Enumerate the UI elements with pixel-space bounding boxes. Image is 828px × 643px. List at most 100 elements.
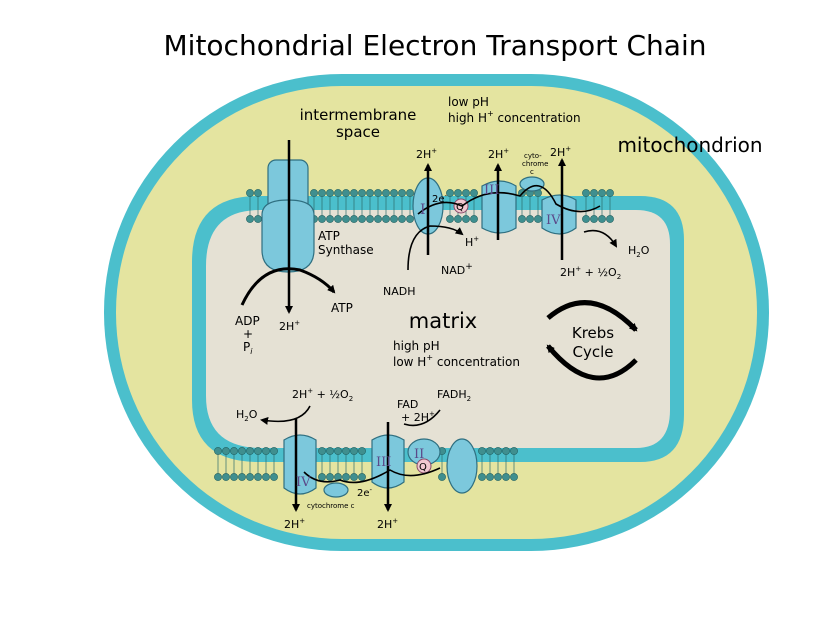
high-ph-label: high pH xyxy=(393,339,440,353)
lipid-head xyxy=(406,189,414,197)
complex-1-bottom xyxy=(446,438,478,494)
lipid-head xyxy=(366,215,374,223)
electron-path-top xyxy=(417,185,601,215)
lipid-head xyxy=(598,215,606,223)
lipid-head xyxy=(406,215,414,223)
krebs-label-1: Krebs xyxy=(572,324,614,342)
complex-1-label: I xyxy=(420,202,426,218)
nadh-label: NADH xyxy=(383,285,416,298)
lipid-head xyxy=(494,447,502,455)
lipid-head xyxy=(502,447,510,455)
lipid-head xyxy=(462,215,470,223)
lipid-head xyxy=(262,473,270,481)
lipid-head xyxy=(270,447,278,455)
atp-label: ATP xyxy=(331,301,353,315)
lipid-head xyxy=(534,215,542,223)
h-plus-label: H+ xyxy=(465,235,479,249)
nadh-arrow xyxy=(407,225,464,271)
low-ph-label: low pH xyxy=(448,95,489,109)
lipid-head xyxy=(358,447,366,455)
lipid-head xyxy=(454,215,462,223)
top-oxygen-label: 2H+ + ½O2 xyxy=(560,265,621,281)
complex-3-label: III xyxy=(484,183,499,198)
lipid-head xyxy=(342,215,350,223)
lipid-head xyxy=(590,215,598,223)
top-water-label: H2O xyxy=(628,244,650,259)
lipid-head xyxy=(246,189,254,197)
lipid-head xyxy=(326,473,334,481)
bottom-water-label: H2O xyxy=(236,408,258,423)
cytochrome-label-3: c xyxy=(530,168,534,176)
lipid-head xyxy=(518,215,526,223)
lipid-head xyxy=(254,189,262,197)
top-2e-label: 2e- xyxy=(432,192,448,205)
lipid-head xyxy=(510,473,518,481)
lipid-head xyxy=(318,189,326,197)
lipid-bilayers xyxy=(214,189,614,481)
lipid-head xyxy=(494,473,502,481)
lipid-head xyxy=(438,473,446,481)
top-2h-complex-3: 2H+ xyxy=(488,147,509,161)
matrix-region xyxy=(206,210,670,448)
lipid-head xyxy=(238,447,246,455)
lipid-head xyxy=(382,215,390,223)
lipid-head xyxy=(350,189,358,197)
intermembrane-label-1: intermembrane xyxy=(300,106,417,124)
lipid-head xyxy=(270,473,278,481)
pi-label: Pi xyxy=(243,340,253,356)
cytochrome-label-2: chrome xyxy=(522,160,548,168)
lipid-head xyxy=(454,189,462,197)
lipid-head xyxy=(510,447,518,455)
lipid-head xyxy=(358,189,366,197)
lipid-head xyxy=(326,189,334,197)
adp-plus-label: + xyxy=(243,327,253,341)
lipid-head xyxy=(390,215,398,223)
lipid-head xyxy=(350,215,358,223)
ubiquinone-bottom-label: Q xyxy=(419,462,427,473)
lipid-head xyxy=(342,189,350,197)
lipid-head xyxy=(246,215,254,223)
lipid-head xyxy=(462,189,470,197)
lipid-head xyxy=(214,473,222,481)
cytochrome-c-top xyxy=(519,176,545,192)
lipid-head xyxy=(582,215,590,223)
lipid-head xyxy=(326,215,334,223)
complex-2-label: II xyxy=(414,447,424,462)
lipid-head xyxy=(486,473,494,481)
cytochrome-label-1: cyto- xyxy=(524,152,542,160)
low-h-concentration-label: low H+ concentration xyxy=(393,353,520,369)
lipid-head xyxy=(470,189,478,197)
lipid-head xyxy=(398,215,406,223)
lipid-head xyxy=(318,473,326,481)
krebs-arrow-top xyxy=(546,300,638,332)
lipid-head xyxy=(470,215,478,223)
complex-4-bottom xyxy=(283,434,317,495)
water-formation-arrow-bottom xyxy=(260,405,311,425)
lipid-head xyxy=(526,215,534,223)
nad-label: NAD+ xyxy=(441,262,473,277)
lipid-head xyxy=(366,189,374,197)
water-formation-arrow-top xyxy=(583,229,618,248)
lipid-head xyxy=(358,473,366,481)
lipid-head xyxy=(350,473,358,481)
bottom-2h-complex-4: 2H+ xyxy=(284,517,305,531)
lipid-head xyxy=(334,215,342,223)
lipid-head xyxy=(222,447,230,455)
lipid-head xyxy=(446,189,454,197)
high-h-concentration-label: high H+ concentration xyxy=(448,109,581,125)
lipid-head xyxy=(342,473,350,481)
lipid-head xyxy=(254,215,262,223)
lipid-head xyxy=(230,447,238,455)
bottom-2h-complex-3: 2H+ xyxy=(377,517,398,531)
lipid-head xyxy=(350,447,358,455)
complex-3-bottom-label: III xyxy=(376,455,391,470)
top-2h-complex-1: 2H+ xyxy=(416,147,437,161)
lipid-head xyxy=(334,189,342,197)
cytochrome-c-bottom xyxy=(323,482,349,498)
adp-label: ADP xyxy=(235,314,260,328)
lipid-head xyxy=(230,473,238,481)
ubiquinone-top-label: Q xyxy=(456,202,464,213)
lipid-head xyxy=(246,473,254,481)
